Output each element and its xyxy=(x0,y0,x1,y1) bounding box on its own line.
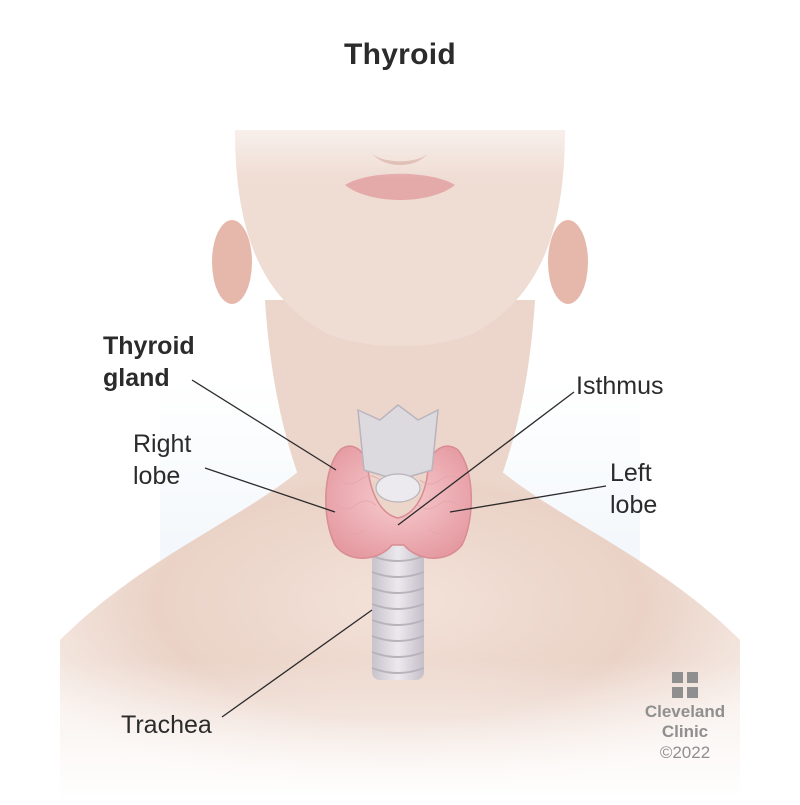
top-fade xyxy=(0,90,800,180)
label-right-lobe-line1: Right xyxy=(133,430,192,458)
label-right-lobe: Right lobe xyxy=(133,428,191,492)
copyright-text: ©2022 xyxy=(659,743,711,762)
label-isthmus: Isthmus xyxy=(576,372,664,400)
label-trachea: Trachea xyxy=(121,711,212,739)
trachea-rings xyxy=(371,555,425,674)
page-title: Thyroid xyxy=(343,38,457,71)
label-left-lobe: Left lobe xyxy=(610,457,657,521)
bottom-fade xyxy=(0,660,800,800)
label-left-lobe-line1: Left xyxy=(610,459,652,487)
leader-lines xyxy=(191,379,607,718)
gland-texture xyxy=(335,475,461,535)
leader-thyroid-gland xyxy=(191,379,337,471)
leader-left-lobe xyxy=(449,485,607,513)
logo-name-line2: Clinic xyxy=(661,722,709,741)
logo-name-line1: Cleveland xyxy=(644,702,726,721)
label-thyroid-gland: Thyroid gland xyxy=(103,330,195,394)
cleveland-clinic-logo: Cleveland Clinic ©2022 xyxy=(640,672,730,764)
label-left-lobe-line2: lobe xyxy=(610,491,658,519)
clinic-cross-icon xyxy=(672,672,698,698)
label-thyroid-gland-line1: Thyroid xyxy=(103,332,195,360)
leader-right-lobe xyxy=(204,467,336,513)
leader-trachea xyxy=(221,609,373,718)
leader-isthmus xyxy=(397,391,575,526)
neck-shape xyxy=(265,300,535,480)
right-ear xyxy=(212,220,252,304)
cricoid-cartilage xyxy=(375,473,421,503)
head-shape xyxy=(235,130,565,347)
left-ear xyxy=(548,220,588,304)
label-right-lobe-line2: lobe xyxy=(133,462,181,490)
larynx-cartilage xyxy=(357,404,439,481)
label-thyroid-gland-line2: gland xyxy=(103,364,170,392)
lips-shape xyxy=(345,173,455,200)
